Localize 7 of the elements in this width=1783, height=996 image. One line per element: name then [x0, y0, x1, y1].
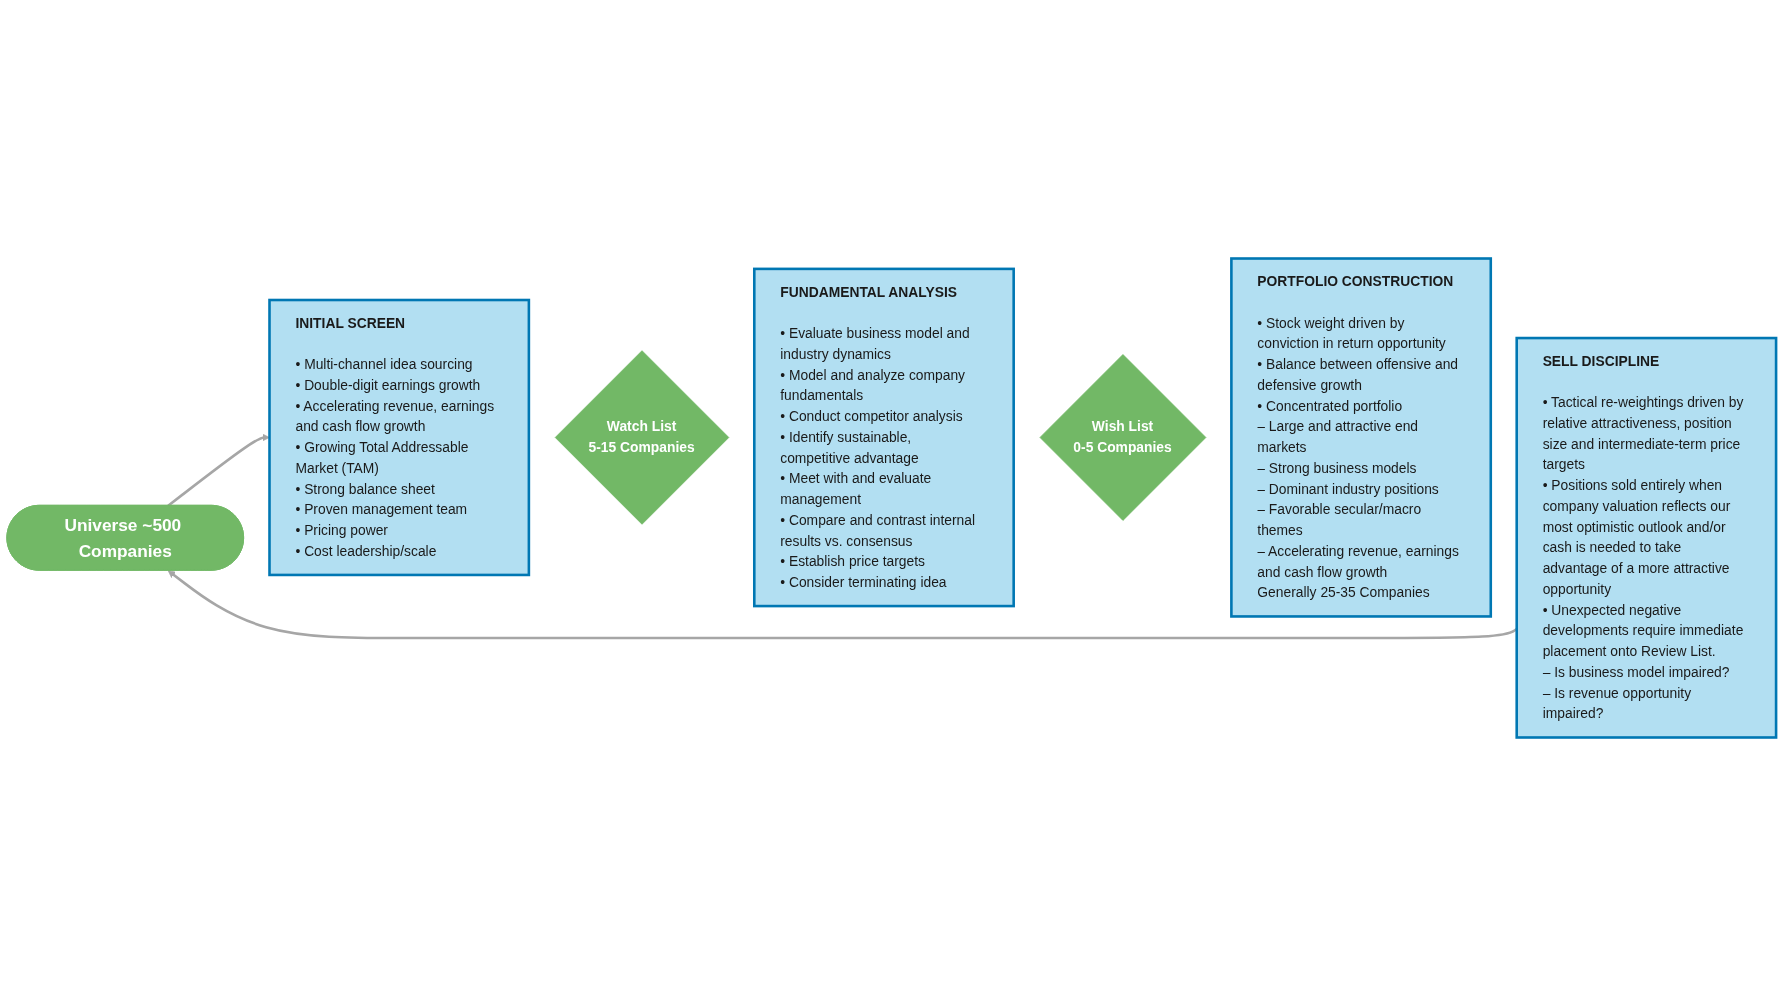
node-box: PORTFOLIO CONSTRUCTION • Stock weight driven by conviction in return opportunity • Balance between offensive and defensive growth • Concentrated portfolio – Large and attractive end markets – Strong business models – Dominant industry positions – Favorable secular/macro themes – Accelerating revenue, earnings and cash flow growth Generally 25-35 Companies: [1230, 257, 1493, 618]
node-diamond: Watch List 5-15 Companies: [554, 350, 730, 525]
node-box: INITIAL SCREEN • Multi-channel idea sourcing • Double-digit earnings growth • Accelerating revenue, earnings and cash flow growth • Growing Total Addressable Market (TAM) • Strong balance sheet • Proven management team • Pricing power • Cost leadership/scale: [268, 298, 531, 577]
node-diamond: Wish List 0-5 Companies: [1039, 354, 1207, 521]
arrow: [167, 433, 270, 507]
node-box: SELL DISCIPLINE • Tactical re-weightings driven by relative attractiveness, position size and intermediate-term price targets • Positions sold entirely when company valuation reflects our most optimistic outlook and/or cash is needed to take advantage of a more attractive opportunity • Unexpected negative developments require immediate placement onto Review List. – Is business model impaired? – Is revenue opportunity impaired?: [1515, 336, 1778, 739]
node-box: FUNDAMENTAL ANALYSIS • Evaluate business model and industry dynamics • Model and analyze company fundamentals • Conduct competitor analysis • Identify sustainable, competitive advantage • Meet with and evaluate management • Compare and contrast internal results vs. consensus • Establish price targets • Consider terminating idea: [753, 267, 1015, 608]
